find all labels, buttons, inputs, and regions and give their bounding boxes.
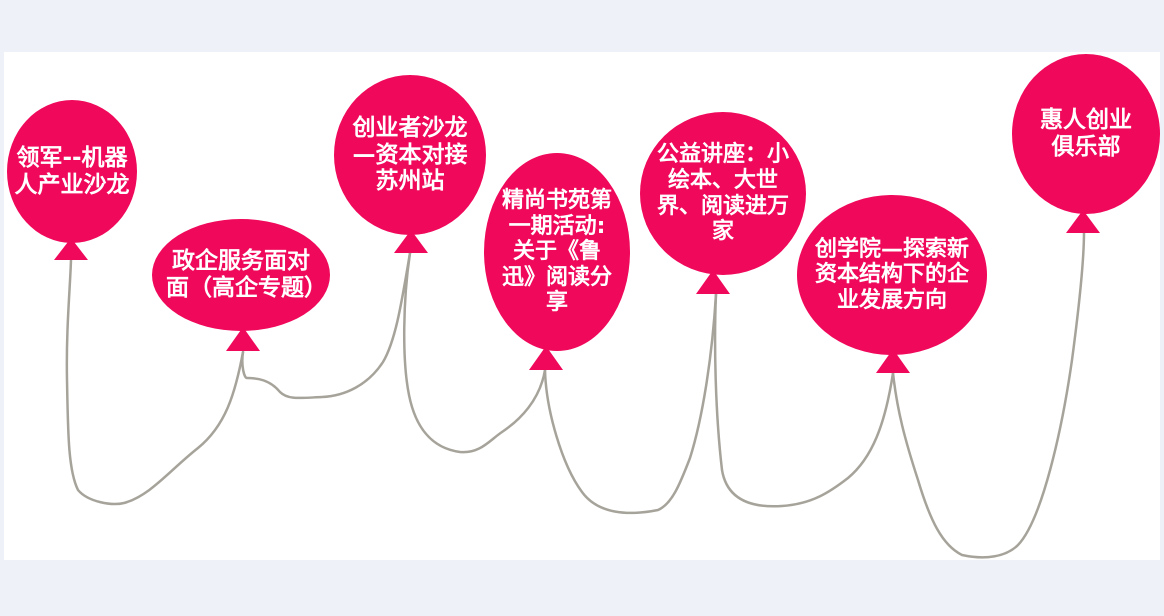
balloon-5: 公益讲座：小绘本、大世界、阅读进万家 <box>640 112 806 275</box>
balloon-4: 精尚书苑第一期活动:关于《鲁迅》阅读分享 <box>484 153 630 351</box>
balloon-4-knot <box>529 346 563 370</box>
balloon-string-3 <box>403 251 547 454</box>
balloon-4-label: 精尚书苑第一期活动:关于《鲁迅》阅读分享 <box>501 188 612 316</box>
balloon-3: 创业者沙龙—资本对接苏州站 <box>334 75 486 235</box>
balloon-1-label: 领军--机器人产业沙龙 <box>14 144 130 198</box>
balloon-string-6 <box>891 230 1086 559</box>
balloon-string-5 <box>713 292 895 508</box>
balloon-string-2 <box>241 251 412 400</box>
balloon-2-knot <box>226 327 260 351</box>
balloon-3-label: 创业者沙龙—资本对接苏州站 <box>352 114 468 195</box>
balloon-5-label: 公益讲座：小绘本、大世界、阅读进万家 <box>656 142 789 245</box>
balloon-7-knot <box>1066 210 1100 233</box>
balloon-3-knot <box>394 230 428 253</box>
balloon-6-label: 创学院—探索新资本结构下的企业发展方向 <box>815 236 970 313</box>
balloon-string-1 <box>65 258 245 506</box>
balloon-5-knot <box>696 270 730 294</box>
balloon-string-4 <box>543 292 718 515</box>
balloon-2: 政企服务面对面（高企专题） <box>152 219 330 331</box>
balloon-7-label: 惠人创业俱乐部 <box>1040 107 1132 160</box>
balloon-6: 创学院—探索新资本结构下的企业发展方向 <box>797 195 987 355</box>
balloon-2-label: 政企服务面对面（高企专题） <box>166 248 327 301</box>
balloon-1-knot <box>54 238 88 260</box>
balloon-7: 惠人创业俱乐部 <box>1012 54 1160 214</box>
balloon-6-knot <box>876 349 910 373</box>
balloon-1: 领军--机器人产业沙龙 <box>7 100 137 243</box>
